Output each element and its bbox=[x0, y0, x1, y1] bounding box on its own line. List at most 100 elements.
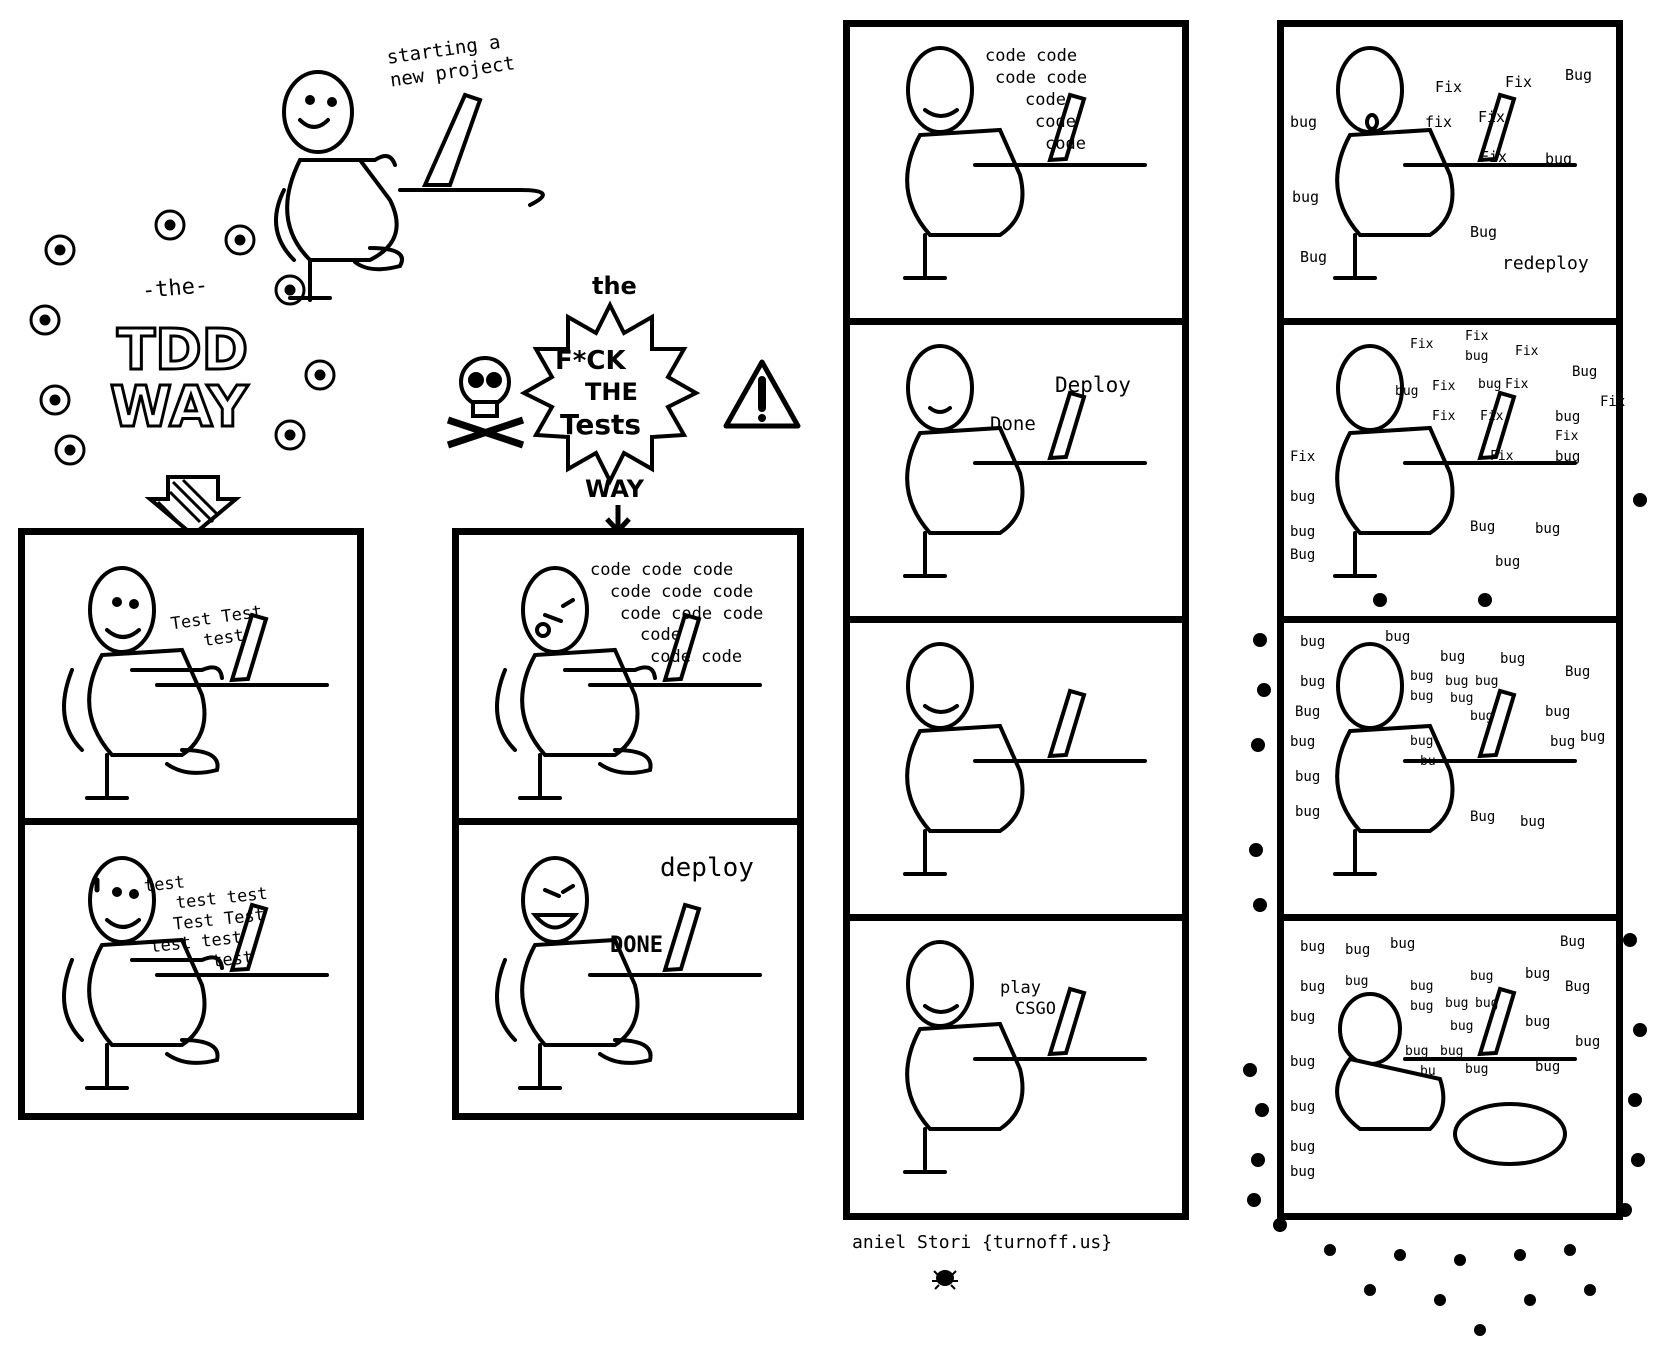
right-panel-2-bug-3: bug bbox=[1555, 409, 1581, 425]
bug-label: bug bbox=[1535, 1059, 1561, 1075]
right-panel-2-fix-7: Fix bbox=[1505, 377, 1529, 392]
bug-label: bug bbox=[1445, 674, 1469, 689]
right-panel-1-bug-3: bug bbox=[1545, 150, 1573, 168]
bug-label: bug bbox=[1345, 974, 1369, 989]
ftt-starburst bbox=[519, 300, 701, 486]
right-panel-1-fix-2: Fix bbox=[1505, 73, 1533, 91]
ftt-panel-1-text-line5: code code bbox=[650, 647, 743, 667]
bug-label: bug bbox=[1475, 996, 1499, 1011]
right-panel-2-fix-5: Fix bbox=[1432, 379, 1456, 394]
right-panel-1-bug-1: Bug bbox=[1565, 66, 1593, 84]
right-panel-2-fix-1: Fix bbox=[1410, 337, 1434, 352]
bug-label: bug bbox=[1290, 1009, 1316, 1025]
right-panel-2-bug-8: Bug bbox=[1470, 519, 1496, 535]
tdd-panel-1-figure bbox=[62, 566, 329, 800]
middle-panel-1-text-line5: code bbox=[1045, 134, 1086, 155]
bug-label: bug bbox=[1290, 734, 1316, 750]
middle-panel-1-text-line1: code code bbox=[985, 46, 1078, 66]
ftt-title-main-1: F*CK bbox=[555, 346, 626, 376]
middle-panel-4-text-line2: CSGO bbox=[1015, 999, 1056, 1019]
bug-label: bug bbox=[1290, 1164, 1316, 1180]
right-panel-2-bug-10: bug bbox=[1535, 521, 1561, 537]
right-panel-4 bbox=[1277, 914, 1623, 1220]
ftt-panel-1-text-line2: code code code bbox=[610, 581, 754, 602]
bug-label: bu bbox=[1420, 754, 1436, 769]
bug-label: bug bbox=[1300, 634, 1326, 650]
right-panel-1-fix-4: Fix bbox=[1478, 108, 1506, 126]
right-panel-2-bug-1: Bug bbox=[1572, 364, 1598, 380]
ftt-panel-1-text-line3: code code code bbox=[620, 603, 764, 624]
right-panel-1-bug-4: bug bbox=[1292, 188, 1320, 206]
right-panel-1-fix-3: fix bbox=[1425, 113, 1453, 131]
right-panel-2-bug-4: Fix bbox=[1290, 449, 1316, 465]
tdd-title-small: -the- bbox=[140, 273, 210, 304]
warning-icon bbox=[723, 359, 801, 429]
bug-label: bug bbox=[1520, 814, 1546, 830]
bug-label: bug bbox=[1295, 804, 1321, 820]
right-panel-2-bug-7: bug bbox=[1290, 524, 1316, 540]
right-panel-2-fix-6: bug bbox=[1478, 377, 1502, 392]
bug-label: Bug bbox=[1565, 979, 1591, 995]
ftt-panel-2-deploy: deploy bbox=[660, 853, 754, 883]
right-panel-2-fix-11: Fix bbox=[1490, 449, 1514, 464]
middle-panel-4-text: play CSGO bbox=[1000, 980, 1056, 1018]
tdd-panel-2-figure bbox=[62, 856, 329, 1090]
bug-icon bbox=[932, 1270, 958, 1290]
bug-label: bu bbox=[1420, 1064, 1436, 1079]
bug-label: bug bbox=[1545, 704, 1571, 720]
ftt-panel-1-text-line4: code bbox=[640, 625, 681, 646]
bug-label: bug bbox=[1410, 689, 1434, 704]
right-panel-2-bug-11: bug bbox=[1495, 554, 1521, 570]
bug-label: bug bbox=[1465, 1062, 1489, 1077]
right-panel-2-bug-9: Bug bbox=[1290, 547, 1316, 563]
bug-label: bug bbox=[1470, 969, 1494, 984]
bug-label: bug bbox=[1410, 999, 1434, 1014]
ftt-title-main-3: Tests bbox=[560, 408, 642, 441]
middle-panel-2-done: Done bbox=[990, 413, 1036, 435]
bug-label: bug bbox=[1410, 669, 1434, 684]
ftt-title-bottom: WAY bbox=[585, 475, 645, 503]
bug-label: bug bbox=[1385, 629, 1411, 645]
right-panel-2-fix-3: bug bbox=[1465, 349, 1489, 364]
bug-label: bug bbox=[1550, 734, 1576, 750]
bug-label: Bug bbox=[1295, 704, 1321, 720]
bug-label: bug bbox=[1300, 674, 1326, 690]
bug-label: bug bbox=[1290, 1054, 1316, 1070]
right-figures bbox=[1333, 46, 1577, 1166]
bug-label: bug bbox=[1580, 729, 1606, 745]
middle-panel-1-text-line2: code code bbox=[995, 68, 1088, 89]
ftt-panel-2-done: DONE bbox=[610, 933, 663, 958]
bug-label: bug bbox=[1525, 966, 1551, 982]
bug-label: Bug bbox=[1470, 809, 1496, 825]
middle-panel-1-text-line3: code bbox=[1025, 90, 1066, 111]
tdd-title-main-2: WAY bbox=[109, 374, 250, 442]
bug-label: bug bbox=[1475, 674, 1499, 689]
tdd-arrow-icon bbox=[144, 475, 242, 538]
credit-line: aniel Stori {turnoff.us} bbox=[852, 1232, 1113, 1253]
ftt-title-top: the bbox=[592, 272, 637, 300]
right-panel-2-fix-12: Fix bbox=[1555, 429, 1579, 444]
bug-label: bug bbox=[1500, 651, 1526, 667]
skull-icon bbox=[446, 356, 525, 449]
bug-label: bug bbox=[1525, 1014, 1551, 1030]
bug-label: bug bbox=[1445, 996, 1469, 1011]
bug-label: bug bbox=[1575, 1034, 1601, 1050]
right-panel-2-bug-2: Fix bbox=[1600, 394, 1626, 410]
bug-label: bug bbox=[1345, 942, 1371, 958]
right-panel-2-bug-6: bug bbox=[1290, 489, 1316, 505]
ftt-panel-2-figure bbox=[495, 856, 762, 1090]
bug-label: bug bbox=[1300, 939, 1326, 955]
right-panel-1-redeploy: redeploy bbox=[1502, 253, 1589, 274]
bug-label: bug bbox=[1295, 769, 1321, 785]
ftt-panel-1-text-line1: code code code bbox=[590, 560, 734, 580]
right-panel-2-fix-8: bug bbox=[1395, 384, 1419, 399]
ftt-title-main-2: THE bbox=[585, 378, 638, 406]
bug-label: bug bbox=[1450, 691, 1474, 706]
bug-label: Bug bbox=[1560, 934, 1586, 950]
bug-label: bug bbox=[1410, 734, 1434, 749]
right-panel-1-bug-5: Bug bbox=[1470, 223, 1498, 241]
right-panel-2-fix-9: Fix bbox=[1432, 409, 1456, 424]
right-panel-1-fix-1: Fix bbox=[1435, 78, 1463, 96]
middle-panel-1-text-line4: code bbox=[1035, 112, 1076, 133]
bug-label: Bug bbox=[1565, 664, 1591, 680]
